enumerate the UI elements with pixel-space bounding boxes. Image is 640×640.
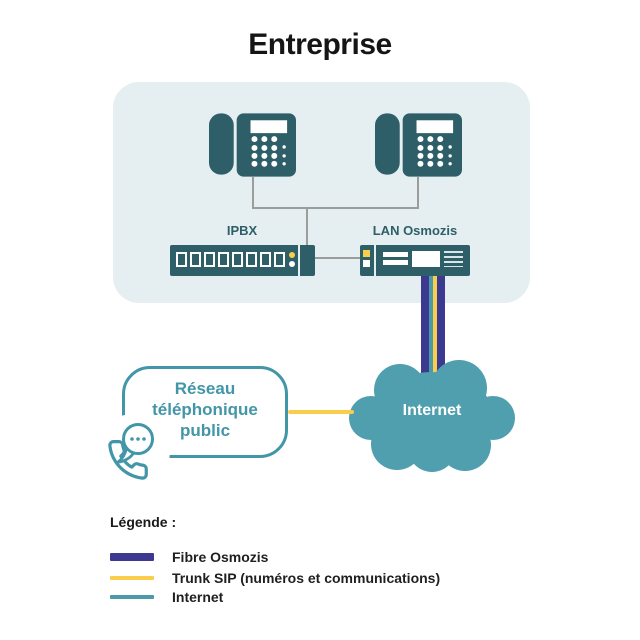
ipbx-port <box>274 252 285 267</box>
internet-cloud-icon <box>349 360 515 472</box>
lan-separator <box>374 245 376 276</box>
desk-phone-icon <box>209 113 296 177</box>
legend-item-fibre: Fibre Osmozis <box>110 549 268 565</box>
page-title: Entreprise <box>248 28 392 61</box>
internet-swatch <box>110 595 154 599</box>
legend-item-trunk-sip: Trunk SIP (numéros et communications) <box>110 570 440 586</box>
ipbx-port <box>190 252 201 267</box>
desk-phone-icon <box>375 113 462 177</box>
fibre-osmozis-swatch <box>110 553 154 561</box>
internet-cloud-label: Internet <box>402 402 462 419</box>
connector-drop-line <box>306 207 308 246</box>
ipbx-label: IPBX <box>226 223 258 238</box>
ipbx-port <box>232 252 243 267</box>
ipbx-port <box>204 252 215 267</box>
internet-label: Internet <box>172 589 224 605</box>
legend-item-internet: Internet <box>110 589 223 605</box>
lan-led-white <box>363 260 370 267</box>
ipbx-separator <box>298 245 300 276</box>
pstn-label-line3: public <box>179 421 231 440</box>
connector-ipbx-lan-line <box>315 257 360 259</box>
ipbx-led-white <box>289 261 295 267</box>
lan-slot <box>383 260 408 265</box>
connector-bus-line <box>252 207 419 209</box>
handset-chat-icon <box>108 423 154 480</box>
fibre-osmozis-label: Fibre Osmozis <box>172 549 269 565</box>
lan-osmozis-device <box>360 245 470 276</box>
lan-led-yellow <box>363 250 370 257</box>
ipbx-led-yellow <box>289 252 295 258</box>
ipbx-port <box>260 252 271 267</box>
lan-slot <box>383 252 408 257</box>
fibre-trunk-internet-cable <box>421 276 445 374</box>
lan-osmozis-label: LAN Osmozis <box>372 223 458 238</box>
connector-line-left-phone <box>252 177 254 209</box>
ipbx-port <box>218 252 229 267</box>
ipbx-port <box>176 252 187 267</box>
legend-heading: Légende : <box>110 514 177 530</box>
connector-line-right-phone <box>417 177 419 209</box>
trunk-sip-swatch <box>110 576 154 580</box>
lan-vent-grille <box>444 251 463 267</box>
trunk-sip-line <box>288 410 354 414</box>
ipbx-device <box>170 245 315 276</box>
pstn-label: Réseau téléphonique public <box>122 378 288 441</box>
pstn-label-line1: Réseau <box>174 379 236 398</box>
ipbx-port <box>246 252 257 267</box>
pstn-label-line2: téléphonique <box>152 400 258 419</box>
trunk-sip-label: Trunk SIP (numéros et communications) <box>172 570 441 586</box>
lan-display <box>412 251 440 267</box>
